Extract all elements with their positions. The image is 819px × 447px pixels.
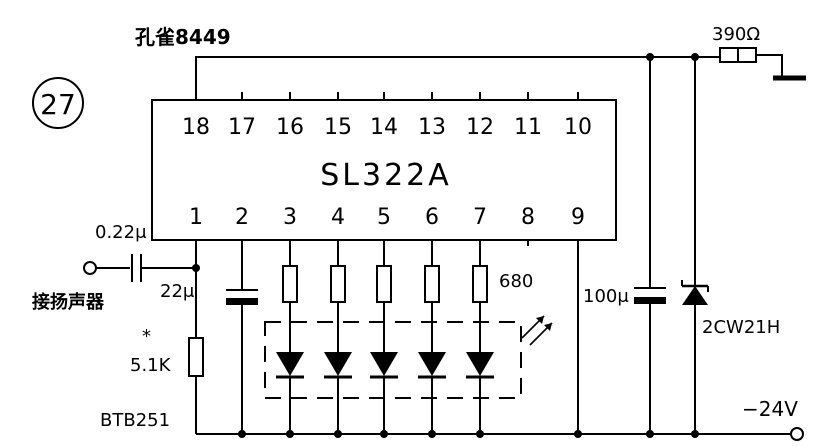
- ic-bottom-pins: 1 2 3 4 5 6 7 8 9: [189, 205, 585, 246]
- led-resistor-label: 680: [499, 271, 533, 292]
- rail-junctions: [238, 430, 699, 438]
- junction-dot: [192, 264, 200, 272]
- figure-number-badge: 27: [32, 77, 84, 129]
- led-chain: [276, 240, 304, 434]
- pin-label-bottom: 6: [425, 205, 439, 230]
- resistor-680: [472, 265, 488, 303]
- resistor-680: [330, 265, 346, 303]
- resistor-5-1k: * 5.1K: [130, 326, 204, 434]
- supply-terminal: [790, 427, 804, 441]
- pin-label-top: 15: [324, 115, 352, 140]
- input-label: 接扬声器: [32, 291, 105, 313]
- resistor-680: [376, 265, 392, 303]
- zener-label: 2CW21H: [702, 317, 780, 338]
- pin-label-top: 14: [370, 115, 398, 140]
- led-chains: [276, 240, 494, 434]
- pin-label-top: 13: [418, 115, 446, 140]
- led-chain: [418, 240, 446, 434]
- pin-label-bottom: 7: [473, 205, 487, 230]
- pin-label-bottom: 5: [377, 205, 391, 230]
- led-array-label: BTB251: [100, 410, 170, 431]
- capacitor-100u: 100μ: [583, 57, 666, 434]
- resistor-680: [282, 265, 298, 303]
- junction-dot: [574, 430, 582, 438]
- pin-label-top: 12: [466, 115, 494, 140]
- junction-dot: [286, 430, 294, 438]
- pin-label-top: 10: [564, 115, 592, 140]
- input-terminal: [83, 261, 97, 275]
- capacitor-22u-label: 22μ: [160, 281, 195, 302]
- pin-label-bottom: 2: [235, 205, 249, 230]
- resistor-390: 390Ω: [712, 24, 806, 81]
- zener-diode: 2CW21H: [681, 57, 780, 434]
- junction-dot: [646, 430, 654, 438]
- capacitor-100u-label: 100μ: [583, 286, 629, 307]
- junction-dot: [380, 430, 388, 438]
- junction-dot: [428, 430, 436, 438]
- led-icon: [418, 352, 446, 376]
- pin-label-bottom: 9: [571, 205, 585, 230]
- resistor-star: *: [142, 326, 151, 347]
- led-icon: [276, 352, 304, 376]
- light-emission-arrows: [521, 315, 553, 346]
- pin-label-bottom: 8: [521, 205, 535, 230]
- pin-label-top: 16: [276, 115, 304, 140]
- pin-label-bottom: 1: [189, 205, 203, 230]
- input-capacitor-label: 0.22μ: [95, 222, 147, 243]
- junction-dot: [238, 430, 246, 438]
- pin-label-top: 18: [182, 115, 210, 140]
- resistor-5-1k-label: 5.1K: [130, 355, 172, 376]
- resistor-680: [424, 265, 440, 303]
- resistor-390-label: 390Ω: [712, 24, 760, 45]
- led-icon: [324, 352, 352, 376]
- input-section: 0.22μ 接扬声器: [32, 222, 196, 313]
- capacitor-22u: 22μ: [160, 240, 258, 434]
- led-chain: [370, 240, 398, 434]
- ic-top-pins: 18 17 16 15 14 13 12 11 10: [182, 92, 592, 140]
- led-icon: [370, 352, 398, 376]
- led-array-enclosure: [264, 321, 522, 399]
- pin18-wire: [195, 56, 720, 100]
- junction-dot: [334, 430, 342, 438]
- led-chain: [324, 240, 352, 434]
- junction-dot: [476, 430, 484, 438]
- pin-label-top: 11: [514, 115, 542, 140]
- ic-name: SL322A: [320, 158, 452, 193]
- supply-label: −24V: [742, 397, 798, 421]
- junction-dot: [691, 430, 699, 438]
- led-chain: [466, 240, 494, 434]
- pin-label-top: 17: [228, 115, 256, 140]
- title: 孔雀8449: [135, 25, 231, 49]
- figure-number: 27: [40, 88, 76, 121]
- led-icon: [466, 352, 494, 376]
- pin-label-bottom: 4: [331, 205, 345, 230]
- pin-label-bottom: 3: [283, 205, 297, 230]
